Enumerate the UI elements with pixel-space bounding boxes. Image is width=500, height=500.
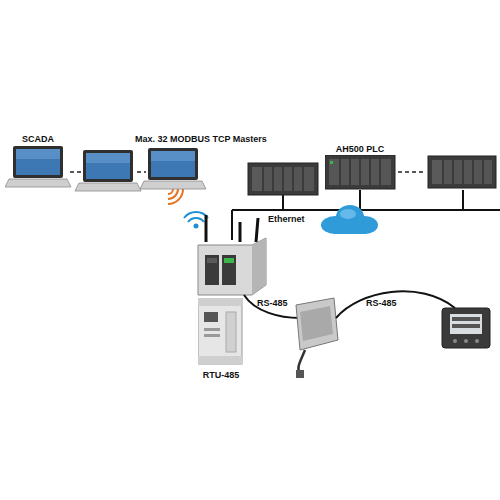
device-label: AH500 PLC: [322, 144, 398, 154]
plc-rack: [248, 163, 318, 195]
cloud-icon: [321, 205, 378, 234]
device-node: SCADA: [3, 134, 73, 196]
device-icon: [5, 146, 73, 190]
laptop-icon: [75, 150, 141, 191]
dashed-link: [398, 171, 426, 173]
connection-label: RS-485: [257, 298, 288, 308]
device-label: RTU-485: [193, 370, 249, 380]
rs485-cable: [336, 291, 455, 318]
ethernet-bus: [232, 190, 500, 240]
wireless-waves: [168, 189, 183, 204]
wifi-icon: [184, 212, 208, 228]
dashed-link: [70, 171, 82, 173]
plc-rack: [428, 156, 496, 188]
device-label: SCADA: [3, 134, 73, 144]
gateway-device: [198, 215, 266, 295]
connection-label: RS-485: [366, 298, 397, 308]
device-node: RTU-485: [193, 298, 249, 382]
device-node: AH500 PLC: [322, 144, 398, 192]
device-icon: [140, 148, 208, 192]
device-node: Max. 32 MODBUS TCP Masters: [135, 134, 265, 196]
device-icon: [198, 298, 244, 366]
power-meter: [442, 308, 490, 348]
device-label: Max. 32 MODBUS TCP Masters: [135, 134, 265, 144]
dashed-link: [137, 171, 146, 173]
connection-label: Ethernet: [268, 214, 305, 224]
device-icon: [325, 155, 397, 191]
rs485-cable: [244, 295, 300, 318]
sensor-device: [296, 298, 338, 378]
